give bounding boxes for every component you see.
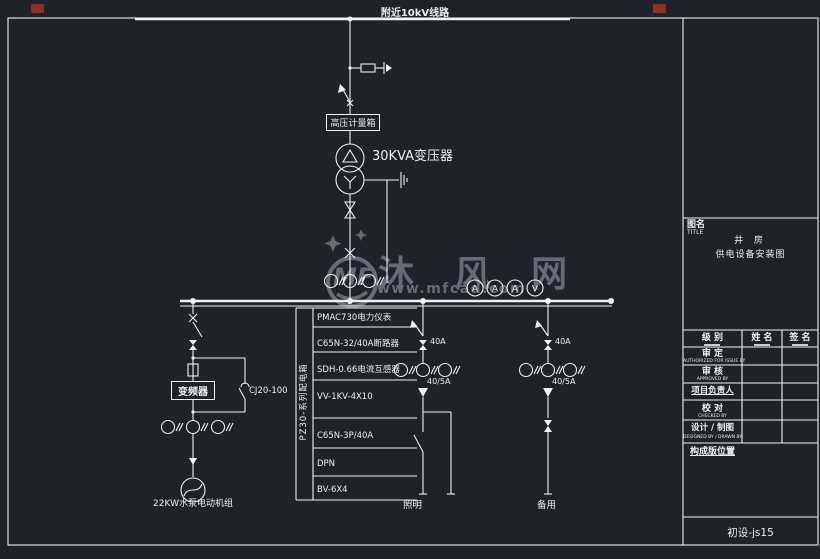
panel-row: PMAC730电力仪表 (317, 313, 392, 323)
branch-name-lighting: 照明 (403, 500, 423, 511)
archive-label: 构成版位置 (690, 447, 736, 457)
red-marker-icon (653, 4, 666, 13)
row-designer: 设计 / 制图 (690, 423, 735, 433)
row-checker-en: CHECKED BY (698, 414, 727, 419)
ammeter-letter: A (492, 285, 499, 295)
fuse-icon (187, 363, 199, 377)
title-name-label-en: TITLE (687, 229, 704, 236)
pump-motor-icon (180, 477, 206, 503)
disconnect-switch-icon (338, 84, 354, 107)
drawing-title-line1: 井 房 (734, 236, 767, 246)
transformer-icon (335, 143, 408, 283)
header-name-underline (754, 344, 770, 346)
panel-row: BV-6X4 (317, 485, 348, 495)
title-name-label: 图名 (687, 220, 706, 230)
contactor-label: CJ20-100 (249, 386, 288, 396)
ct-group-icon (160, 419, 234, 435)
header-name: 姓 名 (751, 333, 773, 343)
fuse-icon (360, 63, 376, 73)
ammeter-icon (506, 279, 524, 297)
row-reviewer-en: APPROVED BY (696, 377, 729, 382)
row-checker: 校 对 (701, 404, 724, 414)
instrument-icons: A A A V (466, 279, 544, 297)
row-approver: 审 定 (701, 349, 724, 359)
branch-lighting-lines (393, 304, 461, 495)
ground-icon (400, 172, 408, 188)
header-signature-underline (792, 344, 808, 346)
panel-row: VV-1KV-4X10 (317, 392, 373, 402)
busbar (180, 298, 614, 307)
row-project-leader: 项目负责人 (691, 386, 734, 396)
main-feeder-lv (323, 194, 385, 300)
voltmeter-letter: V (532, 285, 539, 295)
sheet-frame (7, 17, 819, 546)
panel-row: DPN (317, 459, 336, 469)
hv-metering-box: 高压计量箱 (326, 114, 380, 131)
row-designer-en: DESIGNED BY / DRAWN BY (683, 435, 743, 440)
ct-group-icon (393, 362, 461, 378)
motor-label: 22KW水泵电动机组 (153, 499, 233, 509)
header-grade-underline (704, 344, 720, 346)
breaker-rating-label: 40A (555, 337, 571, 346)
cable-connector-icon (344, 201, 356, 212)
incoming-feeder (135, 16, 570, 144)
watermark-name: 沐 风 网 (378, 254, 582, 295)
drawing-title-line2: 供电设备安装图 (715, 250, 786, 260)
ct-ratio-label: 40/5A (427, 377, 451, 386)
panel-row: SDH-0.66电流互感器 (317, 365, 400, 375)
ct-group-icon (518, 362, 586, 378)
incoming-line-label: 附近10kV线路 (380, 8, 450, 19)
breaker-rating-label: 40A (430, 337, 446, 346)
vfd-box: 变频器 (171, 381, 215, 400)
branch-pump (160, 304, 250, 503)
branch-name-spare: 备用 (537, 500, 557, 511)
branch-spare-lines (518, 304, 586, 495)
red-marker-icon (31, 4, 44, 13)
ammeter-letter: A (472, 285, 479, 295)
panel-column-label: PZ30-系列配电箱 (299, 363, 310, 441)
panel-row: C65N-32/40A断路器 (317, 339, 399, 349)
row-reviewer: 审 核 (701, 367, 724, 377)
ammeter-icon (466, 279, 484, 297)
panel-row: C65N-3P/40A (317, 431, 374, 441)
arrester-icon (386, 64, 392, 72)
ct-group-icon (323, 273, 385, 289)
voltmeter-icon (526, 279, 544, 297)
panel-table-lines (295, 307, 417, 501)
ammeter-letter: A (512, 285, 519, 295)
stage-code: 初设-js15 (727, 527, 774, 539)
header-grade: 级 别 (701, 333, 724, 343)
row-approver-en: AUTHORIZED FOR ISSUE BY (683, 359, 746, 364)
transformer-label: 30KVA变压器 (372, 149, 454, 164)
ammeter-icon (486, 279, 504, 297)
ct-ratio-label: 40/5A (552, 377, 576, 386)
contactor-icon (240, 382, 250, 388)
header-signature: 签 名 (789, 333, 811, 343)
